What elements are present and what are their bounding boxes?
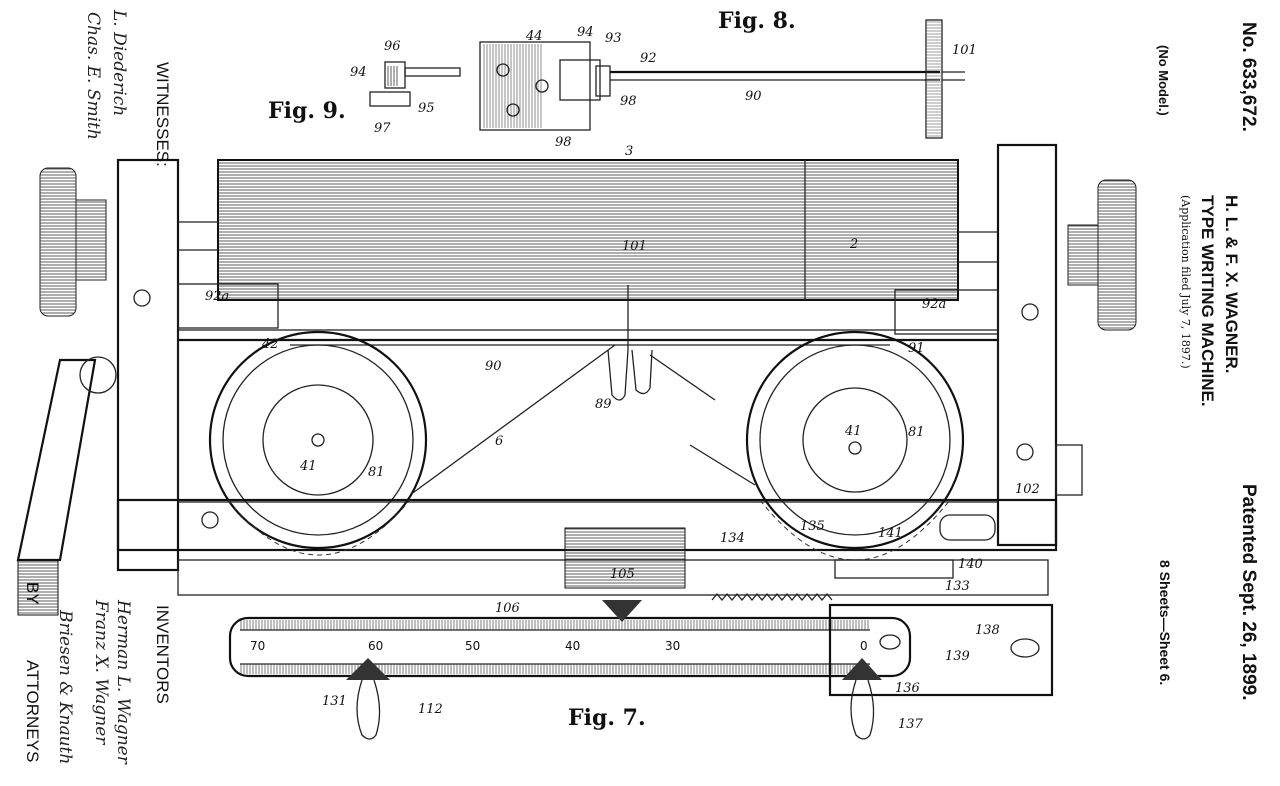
ref-89: 89 [595,397,612,412]
patented-date: Patented Sept. 26, 1899. [1238,484,1259,701]
ref-139: 139 [945,649,970,664]
scale-label-30: 30 [665,639,680,653]
scale-label-70: 70 [250,639,265,653]
ref-140: 140 [958,557,983,572]
ref-105: 105 [610,567,635,582]
inventors-label: INVENTORS [153,605,172,704]
fig9-detail [369,61,461,107]
inventor-signature-2: Franz X. Wagner [91,599,111,745]
inventor-signature-1: Herman L. Wagner [113,599,133,765]
ref-2: 2 [849,237,858,252]
ref-102: 102 [1015,482,1040,497]
scale-label-40: 40 [565,639,580,653]
by-label: BY [23,582,42,605]
attorney-signature: Briesen & Knauth [55,609,75,764]
ref-90: 90 [745,89,762,104]
ref-44: 44 [525,29,543,44]
ref-97: 97 [374,121,391,136]
patent-title: TYPE WRITING MACHINE. [1198,195,1217,407]
ref-90: 90 [485,359,502,374]
ref-112: 112 [418,702,443,717]
ref-91: 91 [908,341,925,356]
ref-106: 106 [495,601,520,616]
ref-93: 93 [605,31,622,46]
ref-92a-left: 92a [205,289,229,304]
patent-number: No. 633,672. [1238,22,1259,132]
ref-95: 95 [418,101,435,116]
ref-133: 133 [945,579,970,594]
ref-41: 41 [844,424,862,439]
reference-numerals: 96 94 95 97 44 94 93 92 98 98 101 90 3 2… [205,25,1040,732]
fig9-label: Fig. 9. [268,98,346,124]
ref-98: 98 [620,94,637,109]
ref-135: 135 [800,519,825,534]
witness-signature-1: L. Diederich [109,9,129,116]
ref-92a-right: 92a [922,297,946,312]
ref-134: 134 [720,531,745,546]
ref-137: 137 [898,717,924,732]
witnesses-label: WITNESSES: [153,62,172,167]
ref-81: 81 [908,425,925,440]
ref-42: 42 [261,337,279,352]
ref-131: 131 [322,694,347,709]
attorneys-label: ATTORNEYS [23,660,42,762]
ref-101: 101 [952,43,977,58]
ref-3: 3 [625,144,633,159]
ref-98: 98 [555,135,572,150]
fig7-machine [16,143,1137,740]
ref-138: 138 [975,623,1000,638]
ref-92: 92 [640,51,657,66]
ref-6: 6 [495,434,503,449]
fig7-label: Fig. 7. [568,705,646,731]
no-model: (No Model.) [1156,45,1171,116]
ref-101: 101 [622,239,647,254]
fig8-label: Fig. 8. [718,8,796,34]
ref-136: 136 [895,681,920,696]
scale-label-50: 50 [465,639,480,653]
ref-81: 81 [368,465,385,480]
application-date: (Application filed July 7, 1897.) [1179,195,1192,369]
ref-94: 94 [350,65,367,80]
ref-41: 41 [299,459,317,474]
inventor-names: H. L. & F. X. WAGNER. [1222,195,1241,374]
ref-141: 141 [878,526,903,541]
sheet-count: 8 Sheets—Sheet 6. [1157,560,1173,685]
scale-label-60: 60 [368,639,383,653]
ref-94: 94 [577,25,594,40]
scale-label-0: 0 [860,639,868,653]
fig8-detail [479,19,965,139]
ref-96: 96 [384,39,401,54]
witness-signature-2: Chas. E. Smith [83,12,103,140]
